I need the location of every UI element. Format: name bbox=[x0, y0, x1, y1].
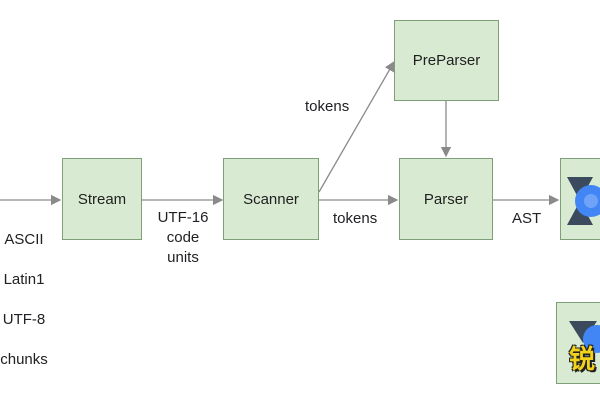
parser-node-label: Parser bbox=[423, 190, 469, 208]
encoding-ascii: ASCII bbox=[4, 231, 44, 248]
engine-logo-icon-partial bbox=[569, 321, 600, 353]
arrow-scanner-to-preparser bbox=[318, 60, 395, 193]
preparser-node-label: PreParser bbox=[412, 52, 481, 69]
input-encodings-label: ASCII Latin1 UTF-8 chunks bbox=[0, 210, 54, 370]
parser-node: Parser bbox=[399, 158, 493, 240]
stream-node-label: Stream bbox=[77, 190, 127, 208]
encoding-utf8: UTF-8 bbox=[2, 311, 46, 328]
ast-label: AST bbox=[512, 210, 542, 227]
watermark-glyph: 锐 bbox=[569, 345, 596, 375]
encoding-chunks: chunks bbox=[0, 351, 48, 368]
engine-logo-node-lower: 锐 bbox=[556, 302, 600, 384]
stream-node: Stream bbox=[62, 158, 142, 240]
tokens-label-upper: tokens bbox=[305, 98, 350, 115]
preparser-node: PreParser bbox=[394, 20, 499, 101]
utf16-code-units-label: UTF-16 code units bbox=[157, 209, 209, 266]
encoding-latin1: Latin1 bbox=[3, 271, 45, 288]
engine-logo-node bbox=[560, 158, 600, 240]
scanner-node: Scanner bbox=[223, 158, 319, 240]
scanner-node-label: Scanner bbox=[243, 190, 299, 208]
tokens-label-lower: tokens bbox=[333, 210, 378, 227]
engine-logo-icon bbox=[567, 177, 600, 225]
